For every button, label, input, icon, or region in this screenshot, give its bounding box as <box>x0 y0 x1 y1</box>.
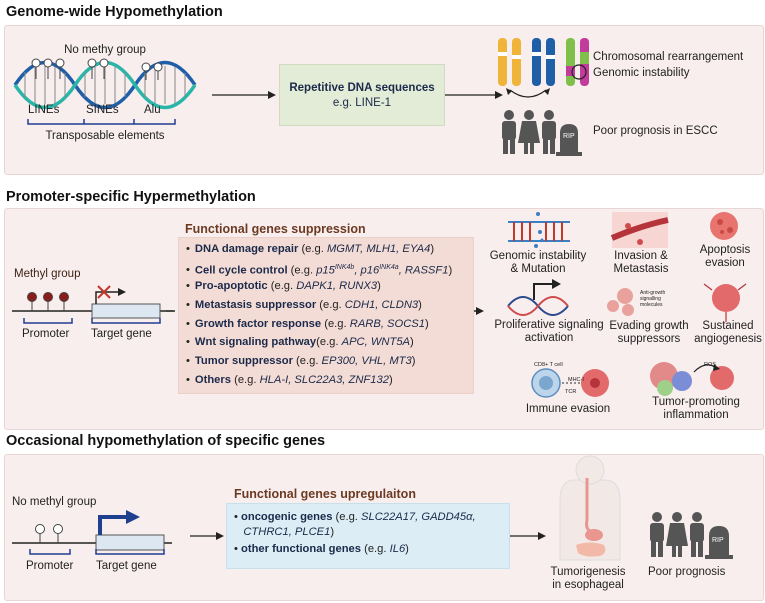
tumorigenesis-label: Tumorigenesis in esophageal <box>550 566 626 591</box>
suppression-item: Tumor suppressor (e.g. EP300, VHL, MT3) <box>186 352 452 371</box>
repetitive-dna-title: Repetitive DNA sequences <box>289 82 435 94</box>
suppression-list: DNA damage repair (e.g. MGMT, MLH1, EYA4… <box>186 240 452 390</box>
hallmark-sustained-angiogenesis: Sustained angiogenesis <box>694 320 762 345</box>
anti-growth-label: Anti-growth signalling molecules <box>640 290 666 308</box>
poor-prognosis-escc-label: Poor prognosis in ESCC <box>593 125 718 137</box>
section3-title: Occasional hypomethylation of specific g… <box>6 433 326 449</box>
poor-prognosis-label: Poor prognosis <box>648 566 726 578</box>
suppression-item: Pro-apoptotic (e.g. DAPK1, RUNX3) <box>186 277 452 296</box>
no-methyl-group-label: No methyl group <box>12 496 97 508</box>
hallmark-tumor-promoting-inflammation: Tumor-promoting inflammation <box>652 396 740 421</box>
lines-label: LINEs <box>28 104 60 116</box>
cd8-t-cell-label: CD8+ T cell <box>534 362 563 368</box>
rip-tombstone-label-s3: RIP <box>712 537 724 544</box>
hallmark-immune-evasion: Immune evasion <box>525 403 611 415</box>
genomic-instability-label: Genomic instability <box>593 67 690 79</box>
suppression-item: DNA damage repair (e.g. MGMT, MLH1, EYA4… <box>186 240 452 259</box>
section1-title: Genome-wide Hypomethylation <box>6 4 223 20</box>
target-gene-label: Target gene <box>91 328 152 340</box>
target-gene-label-s3: Target gene <box>96 560 157 572</box>
suppression-item: Others (e.g. HLA-I, SLC22A3, ZNF132) <box>186 371 452 390</box>
suppression-item: Metastasis suppressor (e.g. CDH1, CLDN3) <box>186 296 452 315</box>
functional-upregulation-title: Functional genes upregulaiton <box>234 487 416 501</box>
repetitive-dna-box: Repetitive DNA sequences e.g. LINE-1 <box>279 64 445 126</box>
promoter-label-s3: Promoter <box>26 560 74 572</box>
suppression-item: Growth factor response (e.g. RARB, SOCS1… <box>186 315 452 334</box>
hallmark-apoptosis-evasion: Apoptosis evasion <box>699 244 751 269</box>
suppression-item: Wnt signaling pathway(e.g. APC, WNT5A) <box>186 333 452 352</box>
functional-suppression-title: Functional genes suppression <box>185 222 366 236</box>
methyl-group-label: Methyl group <box>14 268 81 280</box>
mhc-label: MHC-I <box>568 377 584 383</box>
no-methy-group-label: No methy group <box>64 44 146 56</box>
hallmark-evading-growth-suppressors: Evading growth suppressors <box>609 320 689 345</box>
hallmark-proliferative-signaling: Proliferative signaling activation <box>494 319 604 344</box>
hallmark-invasion-metastasis: Invasion & Metastasis <box>613 250 669 275</box>
tcr-label: TCR <box>565 389 577 395</box>
sines-label: SINEs <box>86 104 119 116</box>
upregulation-item-other: • other functional genes (e.g. IL6) <box>234 543 409 555</box>
section2-title: Promoter-specific Hypermethylation <box>6 189 256 205</box>
suppression-item: Cell cycle control (e.g. p15INK4b, p16IN… <box>186 259 452 278</box>
chromosomal-rearrangement-label: Chromosomal rearrangement <box>593 51 744 63</box>
repetitive-dna-example: e.g. LINE-1 <box>332 97 392 109</box>
transposable-elements-label: Transposable elements <box>45 130 165 142</box>
upregulation-item-oncogenic: • oncogenic genes (e.g. SLC22A17, GADD45… <box>234 511 476 538</box>
functional-upregulation-box: • oncogenic genes (e.g. SLC22A17, GADD45… <box>226 503 510 569</box>
rip-tombstone-label: RIP <box>563 133 575 140</box>
hallmark-genomic-instability: Genomic instability & Mutation <box>489 250 587 275</box>
ros-label: ROS <box>704 362 716 368</box>
promoter-label: Promoter <box>22 328 70 340</box>
alu-label: Alu <box>144 104 161 116</box>
